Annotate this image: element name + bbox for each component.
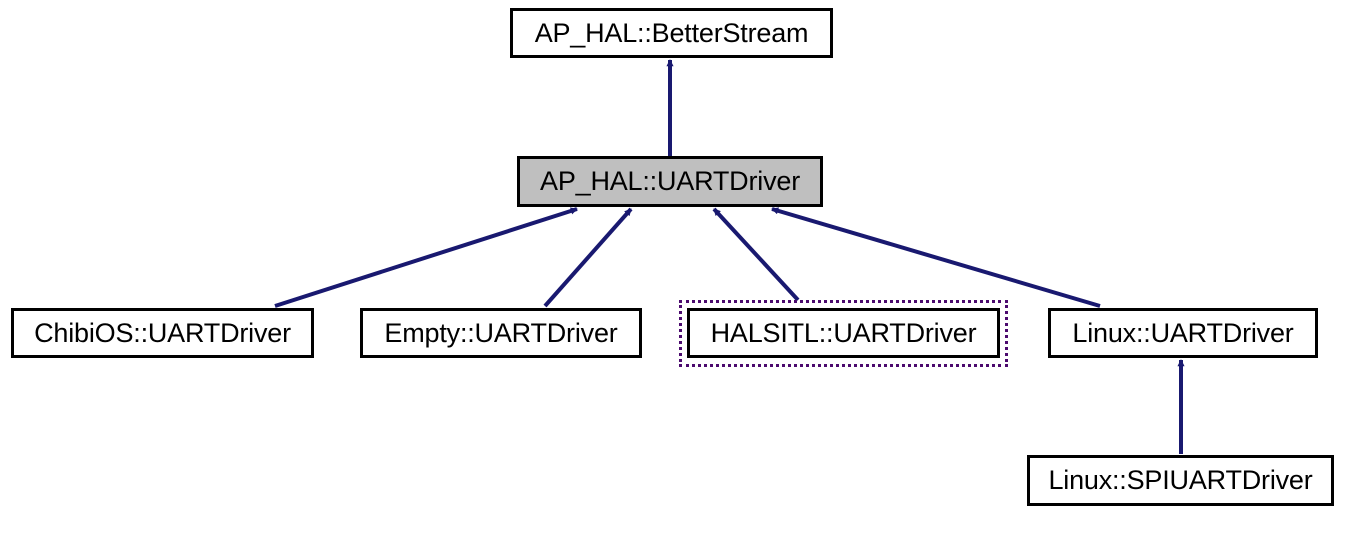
node-label: Empty::UARTDriver xyxy=(384,317,618,348)
node-linux-uart-driver[interactable]: Linux::UARTDriver xyxy=(1048,308,1318,358)
edge-chibios-uart-driver-to-uart-driver xyxy=(274,207,578,308)
node-empty-uart-driver[interactable]: Empty::UARTDriver xyxy=(360,308,642,358)
node-label: Linux::SPIUARTDriver xyxy=(1048,465,1313,495)
node-linux-spiuart-driver[interactable]: Linux::SPIUARTDriver xyxy=(1027,455,1334,506)
node-label: ChibiOS::UARTDriver xyxy=(34,317,291,348)
node-ap-hal-better-stream[interactable]: AP_HAL::BetterStream xyxy=(510,8,833,58)
node-label: Linux::UARTDriver xyxy=(1072,317,1294,348)
node-ap-hal-uart-driver[interactable]: AP_HAL::UARTDriver xyxy=(517,156,823,207)
node-halsitl-uart-driver[interactable]: HALSITL::UARTDriver xyxy=(687,308,1000,358)
edge-linux-uart-driver-to-uart-driver xyxy=(771,207,1101,308)
node-label: HALSITL::UARTDriver xyxy=(710,317,977,348)
node-chibios-uart-driver[interactable]: ChibiOS::UARTDriver xyxy=(11,308,314,358)
edge-halsitl-uart-driver-to-uart-driver xyxy=(712,207,800,302)
edge-empty-uart-driver-to-uart-driver xyxy=(543,207,633,308)
node-label: AP_HAL::BetterStream xyxy=(534,17,809,48)
node-label: AP_HAL::UARTDriver xyxy=(540,166,800,196)
